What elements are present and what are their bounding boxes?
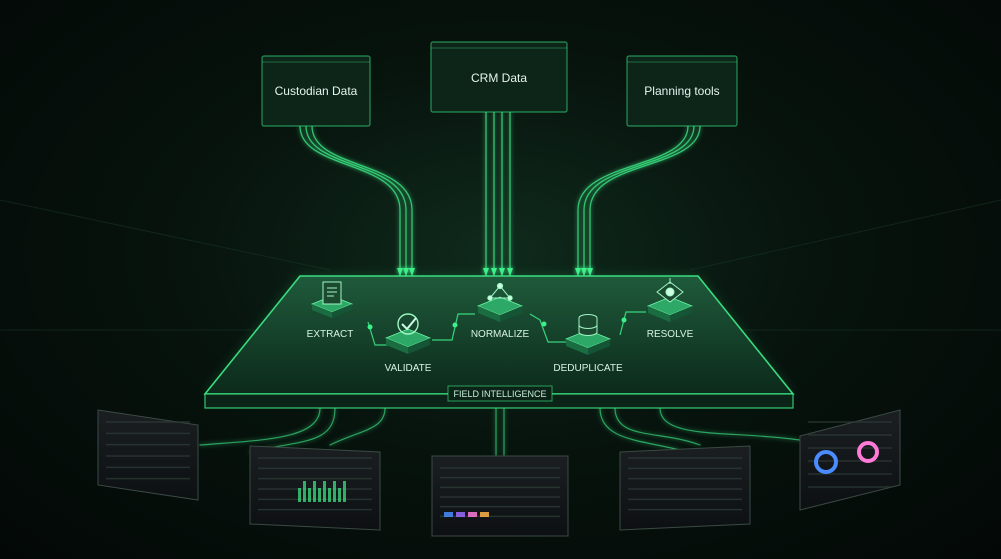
dashboard-screen-3 — [431, 455, 569, 537]
step-label-validate: VALIDATE — [385, 363, 432, 374]
step-label-extract: EXTRACT — [307, 329, 354, 340]
incoming-flow-lines — [299, 111, 701, 277]
source-label-planning: Planning tools — [644, 84, 719, 98]
step-label-resolve: RESOLVE — [647, 329, 694, 340]
step-label-normalize: NORMALIZE — [471, 329, 530, 340]
source-monitor-planning: Planning tools — [626, 55, 738, 127]
dashboard-screen-2 — [249, 445, 381, 531]
network-nodes-icon — [487, 282, 513, 301]
step-resolve: RESOLVE — [647, 278, 694, 340]
source-monitor-custodian: Custodian Data — [261, 55, 371, 127]
background-perspective-lines — [0, 199, 1001, 331]
step-label-deduplicate: DEDUPLICATE — [553, 363, 623, 374]
source-monitor-crm: CRM Data — [430, 41, 568, 113]
source-label-custodian: Custodian Data — [275, 84, 358, 98]
dashboard-screens — [97, 409, 901, 537]
target-icon — [656, 278, 684, 303]
platform-label: FIELD INTELLIGENCE — [453, 389, 546, 399]
dashboard-screen-5 — [799, 409, 901, 511]
step-deduplicate: DEDUPLICATE — [553, 314, 623, 374]
database-icon — [578, 314, 598, 336]
checkmark-icon — [397, 313, 419, 335]
step-extract: EXTRACT — [307, 281, 354, 340]
dashboard-screen-4 — [619, 445, 751, 531]
source-label-crm: CRM Data — [471, 71, 527, 85]
connector-dots — [367, 317, 627, 330]
outgoing-flow-lines — [199, 407, 801, 456]
document-icon — [322, 281, 342, 305]
step-normalize: NORMALIZE — [471, 282, 530, 340]
dashboard-screen-1 — [97, 409, 199, 501]
field-intelligence-platform: FIELD INTELLIGENCE — [203, 275, 795, 409]
step-validate: VALIDATE — [385, 313, 432, 374]
